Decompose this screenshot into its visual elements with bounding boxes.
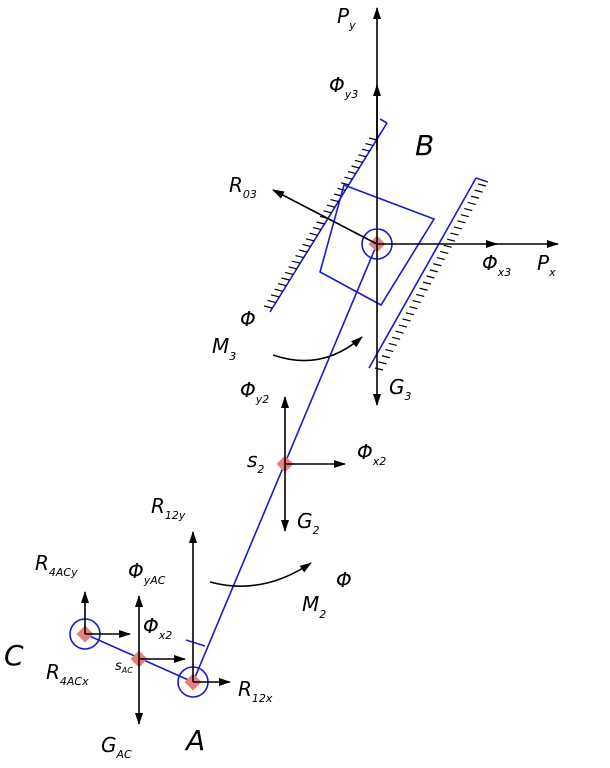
hatch-mark — [440, 250, 449, 255]
label-phiyac: ΦyAC — [128, 559, 166, 587]
hatch-mark — [470, 195, 480, 199]
hatch-mark — [405, 312, 415, 316]
hatch-mark — [323, 210, 332, 214]
label-phiy3: Φy3 — [329, 73, 358, 101]
hatch-mark — [326, 204, 336, 208]
label-r12x: R12x — [238, 677, 273, 705]
hatch-mark — [270, 294, 280, 298]
hatch-mark — [288, 266, 297, 270]
hatch-mark — [358, 154, 367, 158]
hatch-mark — [412, 299, 421, 304]
hatch-mark — [291, 260, 301, 264]
hatch-mark — [368, 137, 378, 141]
hatch-mark — [361, 148, 371, 152]
hatch-mark — [298, 249, 308, 253]
slider-block — [319, 183, 436, 307]
hatch-mark — [460, 214, 469, 218]
hatch-mark — [277, 283, 287, 287]
label-py: Py — [337, 4, 356, 32]
hatch-mark — [337, 187, 346, 191]
vector-r03 — [272, 189, 378, 245]
hatch-mark — [477, 183, 487, 187]
label-m3: M3 — [212, 334, 236, 363]
label-m2-sup: Φ — [336, 568, 352, 592]
hatch-mark — [365, 143, 374, 147]
label-phix3: Φx3 — [482, 251, 511, 279]
hatch-mark — [347, 171, 357, 175]
label-b: B — [415, 129, 434, 162]
label-s2: s2 — [247, 448, 264, 476]
hatch-mark — [381, 355, 391, 359]
moment-m2 — [209, 562, 312, 587]
hatch-mark — [274, 288, 283, 292]
hatch-mark — [305, 238, 315, 242]
rod-edge-marker — [185, 639, 206, 647]
hatch-mark — [388, 342, 397, 347]
hatch-mark — [429, 269, 439, 273]
hatch-mark — [267, 299, 276, 303]
hatch-mark — [422, 281, 432, 285]
hatch-mark — [351, 165, 360, 169]
hatch-mark — [398, 324, 408, 328]
hatch-mark — [263, 305, 273, 309]
hatch-mark — [354, 159, 364, 163]
moment-m3 — [272, 336, 363, 362]
guide-right — [368, 177, 489, 371]
guide-left — [263, 118, 388, 313]
label-r4acy: R4ACy — [35, 551, 78, 579]
hatch-mark — [450, 232, 459, 236]
hatch-mark — [344, 176, 353, 180]
label-phix2: Φx2 — [357, 440, 386, 468]
hatch-mark — [446, 238, 456, 242]
hatch-mark — [312, 227, 322, 231]
label-g3: G3 — [389, 375, 412, 403]
hatch-mark — [409, 306, 418, 310]
label-phiy2: Φy2 — [240, 378, 269, 406]
hatch-mark — [464, 207, 473, 212]
hatch-mark — [395, 330, 404, 334]
hatch-mark — [330, 199, 339, 203]
label-px: Px — [537, 251, 556, 279]
hatch-mark — [467, 201, 476, 205]
hatch-mark — [284, 271, 294, 275]
hatch-mark — [316, 221, 325, 225]
hatch-mark — [457, 220, 466, 224]
hatch-mark — [433, 263, 442, 267]
hatch-mark — [378, 361, 387, 365]
label-c: C — [4, 639, 24, 672]
hatch-mark — [392, 336, 401, 340]
label-phixac: Φx2 — [143, 614, 172, 642]
hatch-mark — [436, 257, 445, 261]
label-r03: R03 — [229, 173, 257, 201]
hatch-mark — [426, 275, 435, 279]
label-a: A — [184, 724, 205, 757]
label-sac: sAC — [115, 659, 133, 675]
hatch-mark — [302, 243, 311, 247]
label-r12y: R12y — [151, 494, 186, 522]
label-m3-sup: Φ — [240, 307, 256, 331]
hatch-mark — [443, 244, 452, 248]
hatch-mark — [474, 189, 483, 193]
hatch-mark — [416, 293, 425, 297]
label-gac: GAC — [101, 733, 132, 761]
hatch-mark — [402, 318, 411, 322]
hatch-mark — [419, 287, 428, 291]
hatch-mark — [453, 226, 463, 230]
label-r4acx: R4ACx — [46, 660, 89, 688]
hatch-mark — [385, 349, 394, 353]
hatch-mark — [281, 277, 290, 281]
hatch-mark — [295, 255, 304, 259]
label-g2: G2 — [297, 509, 320, 537]
hatch-mark — [340, 182, 350, 186]
label-m2: M2 — [302, 592, 326, 621]
hatch-mark — [309, 232, 318, 236]
